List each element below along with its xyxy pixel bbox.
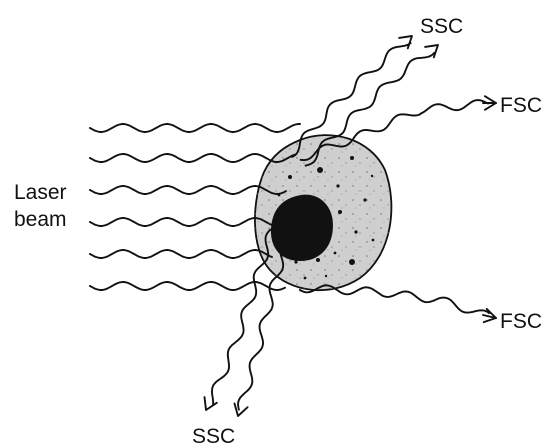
laser-beam-line-1 xyxy=(90,124,300,132)
ssc-top-label: SSC xyxy=(420,15,463,38)
fsc-top-label: FSC xyxy=(500,94,542,117)
fsc-bottom-label: FSC xyxy=(500,310,542,333)
laser-beam-line-5 xyxy=(90,250,272,258)
ssc-bottom-label: SSC xyxy=(192,425,235,447)
laser-beam-label-line1: Laser xyxy=(14,181,67,204)
laser-beam-line-4 xyxy=(90,218,282,226)
ssc-bottom-arrowhead-1 xyxy=(205,397,217,410)
laser-beam-label-line2: beam xyxy=(14,208,67,231)
ssc-bottom-arrowhead-2 xyxy=(235,404,248,417)
laser-beam-line-2 xyxy=(90,154,295,162)
